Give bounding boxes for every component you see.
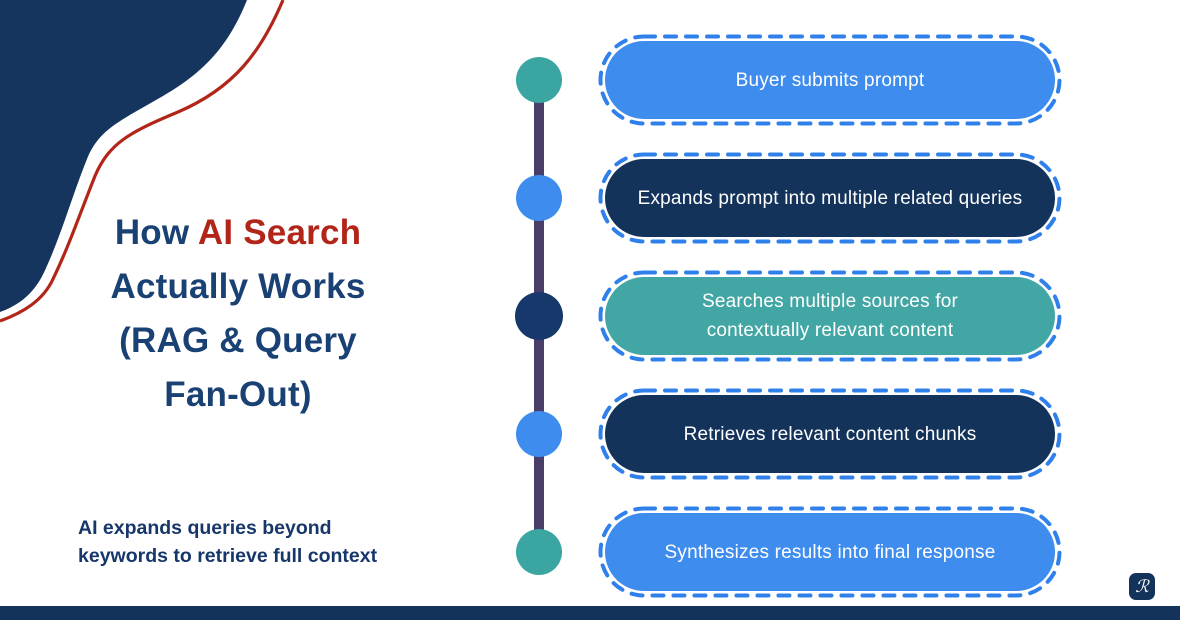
step-pill-5: Synthesizes results into final response: [598, 506, 1062, 598]
brand-logo: ℛ: [1129, 573, 1155, 600]
bottom-bar-decoration: [0, 606, 1180, 620]
timeline-dot-2: [516, 175, 562, 221]
dashed-border: [598, 270, 1062, 362]
dashed-border: [598, 34, 1062, 126]
step-pill-fill: Buyer submits prompt: [605, 41, 1055, 119]
step-pill-2: Expands prompt into multiple related que…: [598, 152, 1062, 244]
step-pill-4: Retrieves relevant content chunks: [598, 388, 1062, 480]
timeline-dot-5: [516, 529, 562, 575]
step-pill-fill: Expands prompt into multiple related que…: [605, 159, 1055, 237]
step-label: Synthesizes results into final response: [664, 541, 996, 563]
corner-blob-decoration: [0, 0, 285, 323]
step-label: Buyer submits prompt: [735, 69, 925, 91]
step-pill-1: Buyer submits prompt: [598, 34, 1062, 126]
page-title: How AI Search Actually Works (RAG & Quer…: [55, 206, 421, 422]
step-pill-3: Searches multiple sources for contextual…: [598, 270, 1062, 362]
step-label: Searches multiple sources for contextual…: [701, 291, 959, 341]
title-line-3: (RAG & Query: [119, 321, 357, 360]
step-pill-fill: Synthesizes results into final response: [605, 513, 1055, 591]
blob-shape: [0, 0, 247, 312]
subtitle-line-1: AI expands queries beyond: [78, 517, 332, 539]
dashed-border: [598, 506, 1062, 598]
brand-logo-glyph: ℛ: [1135, 576, 1149, 597]
red-accent-curve: [0, 0, 285, 323]
title-highlight: AI Search: [197, 213, 362, 252]
timeline-dot-4: [516, 411, 562, 457]
dashed-border: [598, 388, 1062, 480]
subtitle-line-2: keywords to retrieve full context: [78, 545, 378, 567]
title-line-4: Fan-Out): [164, 375, 312, 414]
step-label: Retrieves relevant content chunks: [683, 423, 977, 445]
title-prefix: How: [114, 213, 198, 252]
step-pill-fill: Searches multiple sources for contextual…: [605, 277, 1055, 355]
timeline-dot-3: [515, 292, 563, 340]
step-pill-fill: Retrieves relevant content chunks: [605, 395, 1055, 473]
step-label: Expands prompt into multiple related que…: [637, 187, 1023, 209]
dashed-border: [598, 152, 1062, 244]
title-line-1: How AI Search: [55, 206, 421, 260]
subtitle: AI expands queries beyond keywords to re…: [78, 514, 438, 570]
timeline-dot-1: [516, 57, 562, 103]
title-line-2: Actually Works: [110, 267, 366, 306]
